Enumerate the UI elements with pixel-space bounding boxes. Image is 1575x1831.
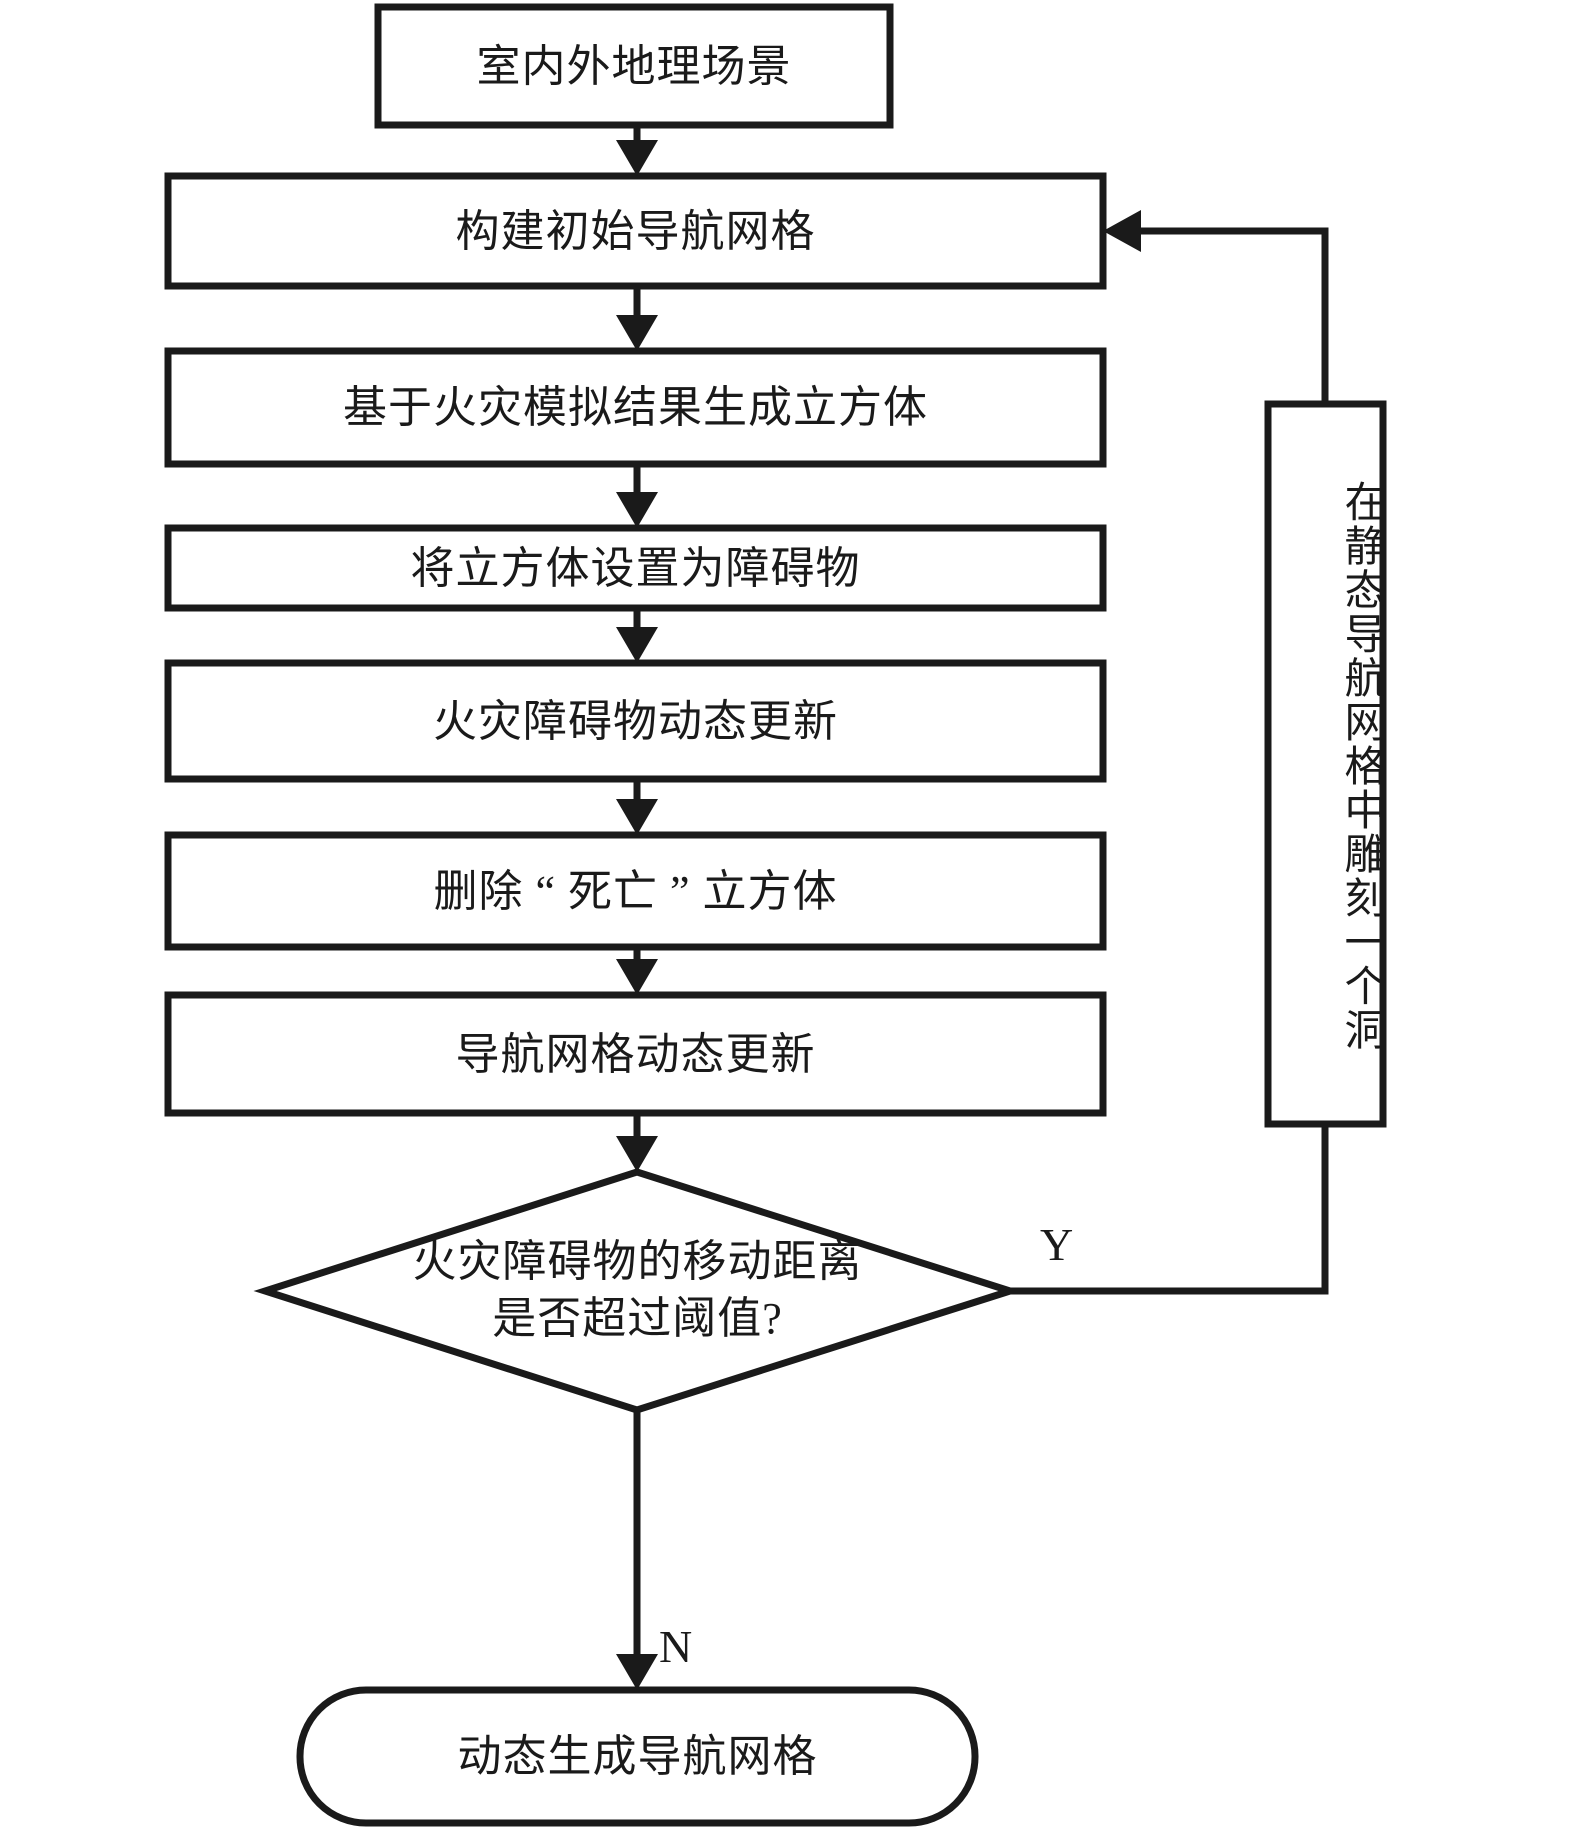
edge-n10-n2-arrowhead (1103, 210, 1141, 252)
edge-n5-n6-arrowhead (616, 799, 658, 835)
node-n6-shape (164, 831, 1107, 951)
node-n9-shape (296, 1686, 979, 1827)
node-n10-shape (1264, 400, 1387, 1128)
node-n1-shape (374, 3, 894, 129)
edge-n1-n2-arrowhead (616, 140, 658, 176)
node-n4-shape (164, 524, 1107, 612)
edge-n6-n7-arrowhead (616, 959, 658, 995)
node-n3-shape (164, 347, 1107, 468)
edge-n10-n2 (1135, 227, 1329, 404)
node-n2-shape (164, 172, 1107, 290)
edge-n2-n3-arrowhead (616, 315, 658, 351)
node-n8-shape (253, 1168, 1022, 1414)
edge-n8-n9-arrowhead (616, 1654, 658, 1690)
edge-n8-n10 (1010, 1124, 1329, 1295)
edge-n3-n4-arrowhead (616, 492, 658, 528)
edge-n7-n8-arrowhead (616, 1136, 658, 1172)
node-n5-shape (164, 659, 1107, 783)
node-n7-shape (164, 991, 1107, 1117)
edge-n4-n5-arrowhead (616, 627, 658, 663)
